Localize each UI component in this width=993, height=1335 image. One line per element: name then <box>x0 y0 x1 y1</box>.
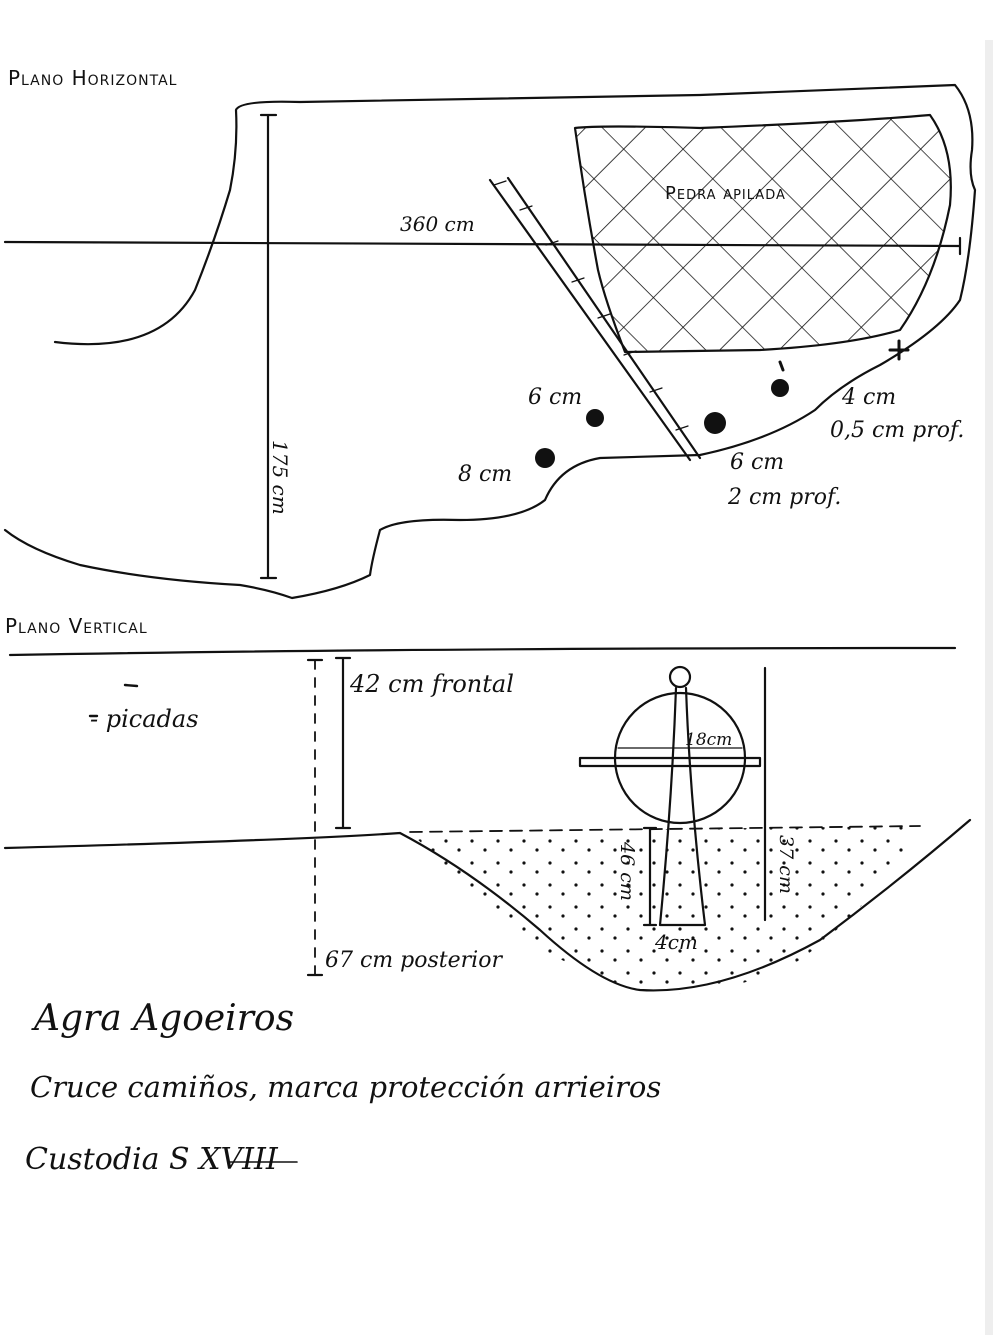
place-name: Agra Agoeiros <box>34 998 295 1039</box>
hole-size-4: 4 cm <box>842 385 897 410</box>
posterior-label: 67 cm posterior <box>325 948 502 973</box>
hole-depth-3: 2 cm prof. <box>728 485 842 510</box>
top-line <box>8 646 957 657</box>
height-label: 175 cm <box>268 440 292 515</box>
horizontal-plan-title: Plano Horizontal <box>8 66 178 90</box>
frontal-dimension <box>306 656 352 977</box>
stem-dimension <box>642 826 658 927</box>
frontal-label: 42 cm frontal <box>350 670 514 698</box>
stem-height-label: 46 cm <box>616 842 638 901</box>
hole-size-3: 6 cm <box>730 450 785 475</box>
hole-size-1: 6 cm <box>528 385 583 410</box>
hatched-edge <box>488 176 702 462</box>
picadas-label: - picadas <box>90 705 199 733</box>
hole-depth-4: 0,5 cm prof. <box>830 418 965 443</box>
plus-sign: + <box>885 325 886 326</box>
total-height-label: 37 cm <box>775 835 797 894</box>
disc-width-label: 18cm <box>685 730 733 750</box>
hole-size-2: 8 cm <box>458 462 513 487</box>
width-dimension <box>3 236 962 256</box>
dating-note: Custodia S XVIII <box>25 1142 278 1177</box>
vertical-plan-title: Plano Vertical <box>5 614 148 638</box>
custodia-figure <box>578 665 762 927</box>
base-label: 4cm <box>655 930 698 954</box>
description-note: Cruce camiños, marca protección arrieiro… <box>30 1070 662 1104</box>
height-dimension <box>259 113 278 580</box>
pile-outline <box>573 113 952 354</box>
rock-outline <box>3 83 977 600</box>
hole-markers <box>535 379 789 468</box>
width-label: 360 cm <box>400 212 475 236</box>
pile-label: Pedra apilada <box>665 183 786 204</box>
